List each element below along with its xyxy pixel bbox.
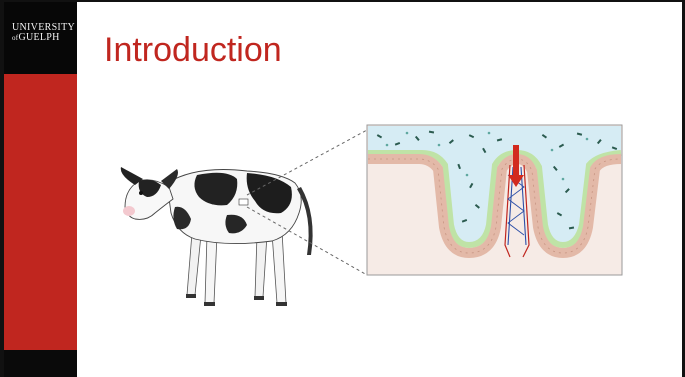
- calf-icon: [121, 167, 313, 306]
- intestinal-villus-illustration: [367, 125, 622, 275]
- sidebar-red-band: [4, 74, 77, 350]
- slide-border-top: [0, 0, 685, 2]
- university-logo: UNIVERSITY ofGUELPH: [4, 2, 77, 74]
- slide-title: Introduction: [104, 30, 282, 70]
- logo-line-guelph: ofGUELPH: [12, 33, 72, 43]
- logo-guelph: GUELPH: [18, 32, 59, 43]
- zoom-line-top: [247, 130, 367, 195]
- calf-intestine-illustration: [77, 95, 667, 333]
- university-logo-text: UNIVERSITY ofGUELPH: [12, 23, 72, 43]
- sidebar-bottom-band: [4, 350, 77, 377]
